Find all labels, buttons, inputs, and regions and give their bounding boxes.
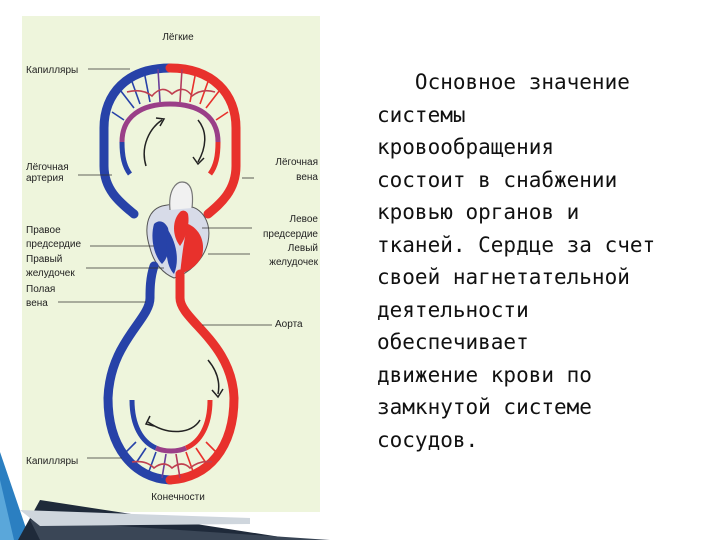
label-right-ventricle-1: Правый (26, 254, 62, 265)
main-text-line: системы (377, 103, 466, 127)
label-capillaries-top: Капилляры (26, 65, 78, 76)
flow-arrow-upper-right (198, 120, 205, 162)
flow-arrow-upper-left (144, 120, 162, 166)
label-pulmonary-vein-2: вена (258, 172, 318, 183)
main-text-line: обеспечивает (377, 330, 529, 354)
main-text-line: Основное значение (377, 70, 630, 94)
main-text-line: кровью органов и (377, 200, 579, 224)
label-left-ventricle-2: желудочек (238, 257, 318, 268)
main-text-line: кровообращения (377, 135, 554, 159)
corner-decoration (0, 440, 720, 540)
flow-arrow-lower-right (208, 360, 219, 394)
label-right-ventricle-2: желудочек (26, 268, 75, 279)
main-text-line: тканей. Сердце за счет (377, 233, 655, 257)
label-pulmonary-artery-1: Лёгочная (26, 162, 69, 173)
main-text-line: деятельности (377, 298, 529, 322)
aortic-arch (170, 182, 193, 210)
main-text-line: движение крови по (377, 363, 592, 387)
upper-inner-vessel (122, 104, 218, 142)
label-right-atrium-2: предсердие (26, 239, 81, 250)
flow-arrow-lower-bottom (148, 420, 200, 432)
lung-capillaries (112, 69, 228, 120)
main-text-line: замкнутой системе (377, 395, 592, 419)
upper-inner-right (210, 142, 218, 174)
label-left-ventricle-1: Левый (238, 243, 318, 254)
main-text: Основное значение системы кровообращения… (377, 66, 707, 456)
circulation-diagram: Лёгкие Капилляры Лёгочная артерия Лёгочн… (22, 16, 320, 512)
label-vena-cava-2: вена (26, 298, 48, 309)
label-left-atrium-2: предсердие (238, 229, 318, 240)
label-vena-cava-1: Полая (26, 284, 55, 295)
label-left-atrium-1: Левое (238, 214, 318, 225)
label-aorta: Аорта (275, 319, 303, 330)
label-pulmonary-vein-1: Лёгочная (258, 157, 318, 168)
label-lungs: Лёгкие (148, 32, 208, 43)
upper-inner-left (122, 142, 130, 174)
pulmonary-circulation (104, 68, 236, 214)
label-pulmonary-artery-2: артерия (26, 173, 64, 184)
label-right-atrium-1: Правое (26, 225, 61, 236)
main-text-line: своей нагнетательной (377, 265, 630, 289)
main-text-line: состоит в снабжении (377, 168, 617, 192)
